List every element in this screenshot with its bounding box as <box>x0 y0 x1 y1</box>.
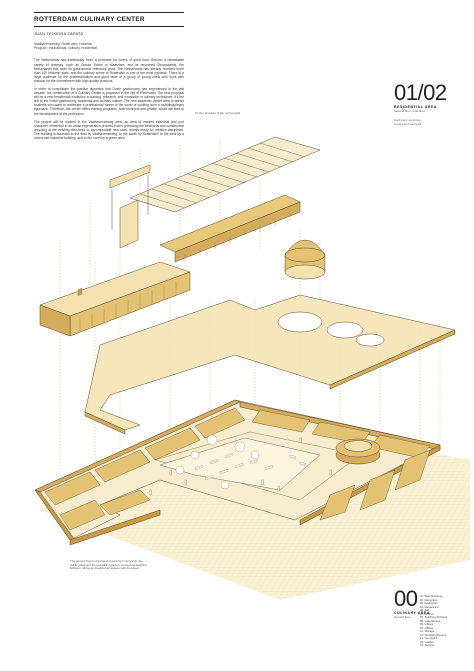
project-description: The Netherlands has traditionally been a… <box>34 58 184 140</box>
level-00-label: 00 CULINARY AREA Ground floor <box>394 586 430 620</box>
level-01-02-label: 01/02 RESIDENTIAL AREA Second floor, Fir… <box>394 82 454 126</box>
author-name: JUAN TEIXEIRA ZAPATA <box>34 31 84 36</box>
description-paragraph: The Netherlands has traditionally been a… <box>34 58 184 83</box>
legend-item: 12. Changing Rooms <box>420 632 447 637</box>
description-paragraph: The project will be located in the Vaalh… <box>34 119 184 140</box>
level-01-02-slab <box>39 239 456 435</box>
legend-item: 03. Auditorium <box>420 601 438 605</box>
level-subtitle: Second floor, First floor <box>394 109 425 113</box>
level-note: Terrace and courtyard <box>394 121 422 126</box>
legend-item: 02. Reception <box>420 597 438 602</box>
roof-bar <box>159 194 301 263</box>
description-paragraph: In order to consolidate the positive dyn… <box>34 86 184 116</box>
legend-item: 14. Garden <box>420 639 434 644</box>
legend-item: 05. Bar <box>420 608 430 612</box>
roof-pergola <box>109 136 321 249</box>
legend-item: 11. Storage <box>420 629 435 633</box>
legend-item: 15. Terrace <box>420 643 434 647</box>
level-note: Roof plans not shown <box>394 118 421 122</box>
legend-item: 07. Teaching Kitchens <box>420 615 448 619</box>
legend-item: 10. Offices <box>420 625 434 630</box>
poster-title: ROTTERDAM CULINARY CENTER <box>34 16 145 23</box>
legend-item: 08. Laboratories <box>420 618 441 623</box>
meta-line: Program: educational, culinary, resident… <box>34 46 97 51</box>
ground-floor-annotation: The ground floor is organised around two… <box>70 559 147 571</box>
roof-annotation: Timber structure of the roof pergola <box>195 111 241 115</box>
room-legend: 01. Main Entrance 02. Reception 03. Audi… <box>420 594 466 648</box>
level-00-ground-floor <box>34 399 470 600</box>
level-notes: Roof plans not shown Terrace and courtya… <box>394 118 454 126</box>
legend-item: 06. Kitchen <box>420 611 434 616</box>
project-meta: Vaalhavenseweg, Rotterdam, Holanda Progr… <box>34 42 184 50</box>
title-top-rule <box>34 12 184 13</box>
legend-item: 01. Main Entrance <box>420 594 443 598</box>
legend-item: 09. Library <box>420 622 434 626</box>
level-name: RESIDENTIAL AREA <box>394 105 437 109</box>
level-subtitle: Ground floor <box>394 615 411 619</box>
level-number: 00 <box>394 586 418 611</box>
meta-line: Vaalhavenseweg, Rotterdam, Holanda <box>34 42 92 46</box>
legend-item: 13. Courtyard <box>420 636 437 640</box>
legend-item: 04. Restaurant <box>420 604 439 609</box>
level-name: CULINARY AREA <box>394 611 430 615</box>
title-bottom-rule <box>34 26 184 27</box>
title-block: ROTTERDAM CULINARY CENTER JUAN TEIXEIRA … <box>34 12 184 144</box>
level-number: 01/02 <box>394 80 447 105</box>
